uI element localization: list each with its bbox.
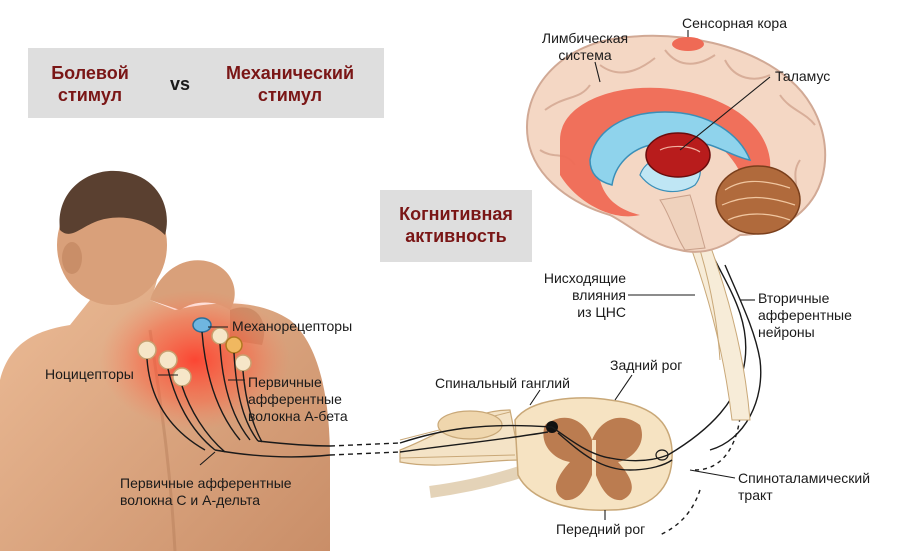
pain-stimulus-line2: стимул — [57, 85, 123, 105]
peripheral-nerve-fibers — [146, 331, 401, 458]
label-c-adelta-fibers: Первичные афферентные волокна С и А-дель… — [120, 475, 292, 509]
label-limbic-line1: Лимбическая — [541, 30, 629, 46]
label-abeta-fibers: Первичные афферентные волокна А-бета — [248, 374, 348, 425]
leader-spinothalamic — [689, 469, 736, 479]
pain-stimulus-line1: Болевой — [51, 63, 129, 83]
dorsal-root-ganglion — [437, 410, 503, 440]
descending-pathway — [659, 379, 742, 536]
label-sensory-cortex: Сенсорная кора — [682, 15, 787, 31]
cognitive-activity-box — [380, 190, 532, 262]
cognitive-activity-line2: активность — [405, 226, 507, 246]
label-descending-influences: Нисходящие влияния из ЦНС — [500, 270, 626, 321]
mechanical-stimulus-line1: Механический — [225, 63, 355, 83]
leader-ganglion — [529, 389, 541, 406]
label-spinothalamic-tract: Спиноталамический тракт — [738, 470, 870, 504]
label-cadelta-line2: волокна С и А-дельта — [120, 492, 261, 508]
ascending-tract-tube — [655, 244, 751, 461]
spinal-cord-section — [514, 397, 673, 511]
label-secondary-line1: Вторичные — [758, 290, 830, 306]
spinal-nerve — [399, 409, 522, 498]
mechanical-stimulus-heading: Механический стимул — [205, 62, 375, 106]
label-spinothalamic-line2: тракт — [738, 487, 773, 503]
label-spinothalamic-line1: Спиноталамический — [738, 470, 871, 486]
label-secondary-line2: афферентные — [758, 307, 852, 323]
nociceptor-endings — [137, 340, 192, 387]
leader-thalamus — [679, 76, 771, 151]
versus-text: vs — [169, 74, 191, 94]
leader-cadelta — [199, 451, 216, 466]
label-descending-line2: влияния — [572, 287, 626, 303]
leader-lines — [158, 30, 771, 520]
pain-stimulus-heading: Болевой стимул — [45, 62, 135, 106]
cognitive-activity-heading: Когнитивная активность — [380, 203, 532, 247]
stimulus-comparison-box — [28, 48, 384, 118]
label-ventral-horn: Передний рог — [556, 521, 646, 537]
label-thalamus: Таламус — [775, 68, 831, 84]
leader-dorsal-horn — [614, 374, 633, 401]
label-dorsal-horn: Задний рог — [610, 357, 683, 373]
mechanoreceptor-endings — [192, 317, 252, 372]
mechanical-stimulus-line2: стимул — [257, 85, 323, 105]
label-abeta-line1: Первичные — [248, 374, 322, 390]
cognitive-activity-line1: Когнитивная — [399, 204, 513, 224]
label-limbic-line2: система — [558, 47, 612, 63]
label-spinal-ganglion: Спинальный ганглий — [435, 375, 570, 391]
label-abeta-line3: волокна А-бета — [248, 408, 348, 424]
label-limbic-system: Лимбическая система — [520, 30, 650, 64]
leader-limbic — [594, 61, 601, 83]
label-secondary-afferent-neurons: Вторичные афферентные нейроны — [758, 290, 852, 341]
label-mechanoreceptors: Механорецепторы — [232, 318, 353, 334]
label-descending-line3: из ЦНС — [577, 304, 626, 320]
label-cadelta-line1: Первичные афферентные — [120, 475, 292, 491]
label-abeta-line2: афферентные — [248, 391, 342, 407]
label-descending-line1: Нисходящие — [543, 270, 626, 286]
label-secondary-line3: нейроны — [758, 324, 815, 340]
label-nociceptors: Ноцицепторы — [45, 366, 134, 382]
